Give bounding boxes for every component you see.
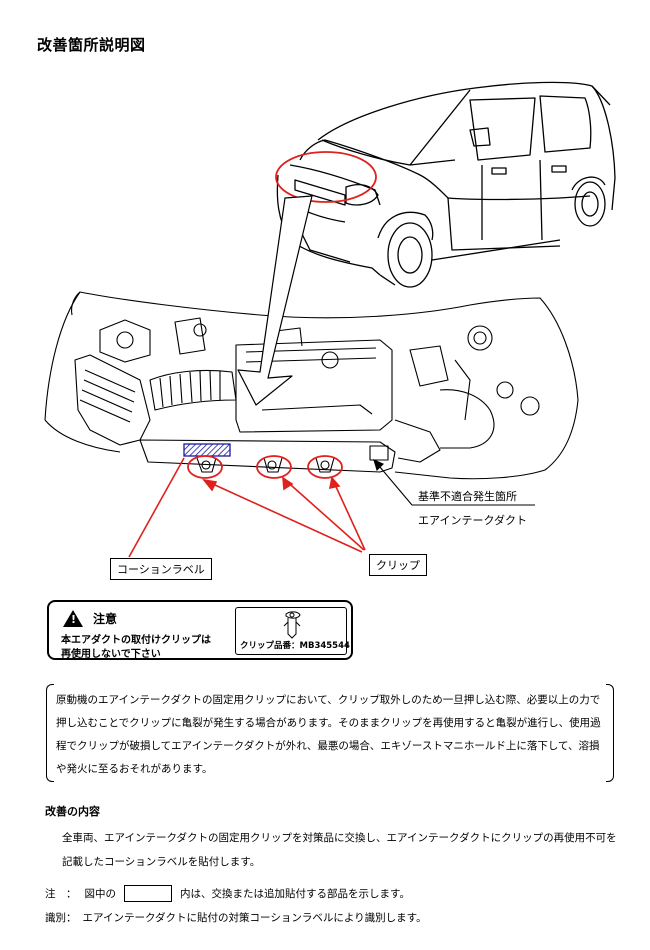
engine-bay-illustration: [44, 291, 579, 480]
diagram: [44, 81, 616, 558]
improvement-body: 全車両、エアインテークダクトの固定用クリップを対策品に交換し、エアインテークダク…: [62, 832, 617, 868]
improvement-heading: 改善の内容: [45, 805, 100, 818]
description-block: 原動機のエアインテークダクトの固定用クリップにおいて、クリップ取外しのため一旦押…: [46, 684, 614, 782]
air-intake-duct-label: エアインテークダクト: [418, 514, 528, 527]
page-title: 改善箇所説明図: [37, 36, 146, 54]
clip-highlight-3: [307, 455, 343, 479]
red-leader-lines: [128, 457, 366, 558]
clip-part-box: クリップ品番：MB345544: [235, 607, 350, 655]
identification-prefix: 識別：: [45, 912, 77, 924]
note-before-box: 図中の: [84, 888, 117, 900]
nonconformity-label: 基準不適合発生箇所: [418, 490, 517, 503]
description-text: 原動機のエアインテークダクトの固定用クリップにおいて、クリップ取外しのため一旦押…: [56, 694, 601, 775]
clip-highlight-1: [187, 455, 223, 479]
car-illustration: [276, 81, 616, 288]
warning-icon: !: [63, 610, 83, 627]
hood-highlight-ellipse: [275, 151, 377, 203]
bracket-left: [46, 684, 54, 782]
caution-heading: 注意: [93, 612, 118, 626]
bracket-right: [606, 684, 614, 782]
note-after-box: 内は、交換または追加貼付する部品を示します。: [180, 888, 410, 900]
caution-header: ! 注意: [63, 610, 117, 627]
pointer-arrow: [237, 195, 313, 406]
clip-icon: [283, 611, 301, 639]
part-number: クリップ品番：MB345544: [240, 641, 350, 651]
caution-label-callout: コーションラベル: [110, 558, 212, 580]
identification-text: エアインテークダクトに貼付の対策コーションラベルにより識別します。: [82, 912, 427, 924]
caution-line-2: 再使用しないで下さい: [61, 649, 161, 660]
note-line: 注 ： 図中の 内は、交換または追加貼付する部品を示します。: [45, 885, 410, 902]
caution-label: ! 注意 本エアダクトの取付けクリップは 再使用しないで下さい クリップ品番：M…: [47, 600, 353, 660]
nonconformity-leader: [373, 459, 535, 506]
caution-line-1: 本エアダクトの取付けクリップは: [61, 635, 211, 646]
caution-label-marker: [183, 443, 231, 457]
note-prefix: 注 ：: [45, 888, 77, 900]
clip-highlight-2: [256, 455, 292, 479]
note-box-symbol: [124, 885, 172, 902]
identification-line: 識別： エアインテークダクトに貼付の対策コーションラベルにより識別します。: [45, 910, 427, 925]
clip-callout: クリップ: [369, 554, 427, 576]
